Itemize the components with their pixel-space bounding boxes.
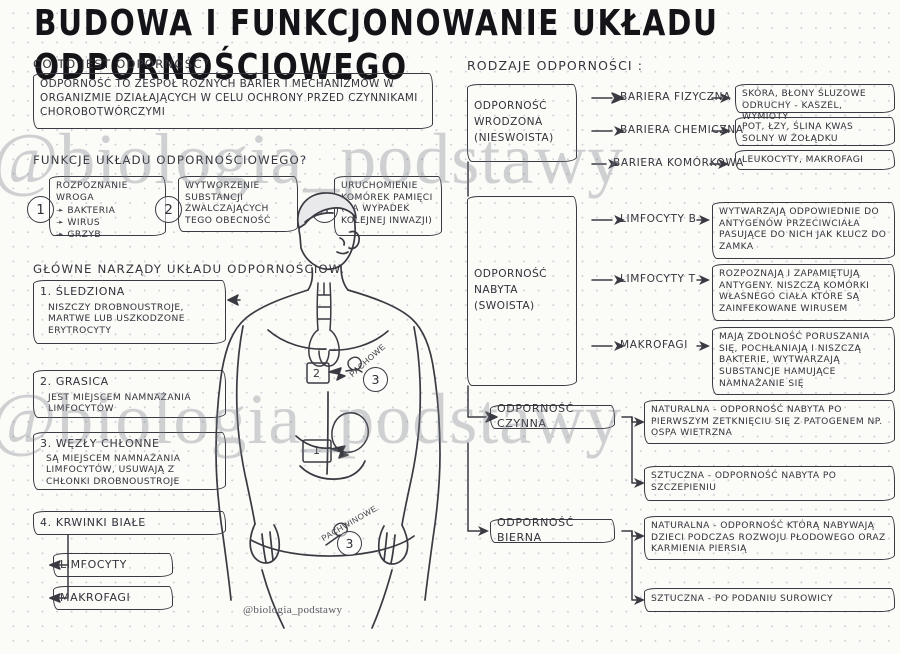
organ-1-desc: NISZCZY DROBNOUSTROJE, MARTWE LUB USZKOD… [48, 302, 185, 336]
innate-row-1-type: BARIERA CHEMICZNA [620, 124, 744, 136]
human-body-illustration [216, 193, 440, 628]
organ-box-3: 3. WĘZŁY CHŁONNE SĄ MIEJSCEM NAMNAŻANIA … [33, 432, 226, 490]
function-marker-2: 2 [155, 196, 182, 223]
passive-row-0-box: NATURALNA - ODPORNOŚĆ KTÓRĄ NABYWAJĄ DZI… [644, 516, 895, 560]
signature: @biologia_podstawy [243, 604, 343, 616]
acquired-row-2-detail-box: MAJĄ ZDOLNOŚĆ PORUSZANIA SIĘ, POCHŁANIAJ… [712, 327, 895, 395]
active-immunity-label: ODPORNOŚĆ CZYNNA [497, 402, 575, 430]
passive-row-1-box: SZTUCZNA - PO PODANIU SUROWICY [644, 588, 895, 612]
innate-row-0-detail-box: SKÓRA, BŁONY ŚLUZOWE ODRUCHY - KASZEL, W… [735, 84, 895, 122]
acquired-row-0-type: LIMFOCYTY B [620, 213, 697, 225]
organ-3-desc: SĄ MIEJSCEM NAMNAŻANIA LIMFOCYTÓW, USUWA… [46, 453, 181, 487]
organ-2-name: 2. GRASICA [40, 375, 109, 388]
organ-2-desc: JEST MIEJSCEM NAMNAŻANIA LIMFOCYTÓW [48, 392, 192, 415]
innate-row-1-detail-box: POT, ŁZY, ŚLINA KWAS SOLNY W ŻOŁĄDKU [735, 117, 895, 146]
wbc-child-box-0: LIMFOCYTY [53, 553, 173, 577]
wbc-child-label-1: MAKROFAGI [60, 590, 131, 604]
definition-text: ODPORNOŚĆ TO ZESPÓŁ RÓŻNYCH BARIER I MEC… [40, 78, 418, 118]
passive-immunity-label: ODPORNOŚĆ BIERNA [497, 516, 575, 544]
right-heading: RODZAJE ODPORNOŚCI : [467, 58, 644, 73]
passive-row-1-detail: SZTUCZNA - PO PODANIU SUROWICY [651, 594, 833, 605]
organ-box-1: 1. ŚLEDZIONA NISZCZY DROBNOUSTROJE, MART… [33, 280, 226, 344]
function-2-title: WYTWORZENIE SUBSTANCJI ZWALCZAJĄCYCH TEG… [185, 181, 271, 226]
spleen-illustration [332, 413, 368, 452]
organ-box-4: 4. KRWINKI BIAŁE [33, 511, 226, 535]
active-immunity-box: ODPORNOŚĆ CZYNNA [490, 402, 615, 430]
innate-row-1-detail: POT, ŁZY, ŚLINA KWAS SOLNY W ŻOŁĄDKU [742, 122, 854, 144]
function-1-item-1: ➛ WIRUS [56, 217, 101, 228]
body-marker-2-label: 2 [313, 367, 321, 380]
wbc-child-box-1: MAKROFAGI [53, 586, 173, 610]
acquired-row-0-detail-box: WYTWARZAJĄ ODPOWIEDNIE DO ANTYGENÓW PRZE… [712, 202, 895, 259]
organ-3-name: 3. WĘZŁY CHŁONNE [40, 437, 160, 450]
definition-box: ODPORNOŚĆ TO ZESPÓŁ RÓŻNYCH BARIER I MEC… [33, 73, 433, 129]
function-3-title: URUCHOMIENIE KOMÓREK PAMIĘCI (NA WYPADEK… [341, 181, 433, 226]
acquired-row-1-detail-box: ROZPOZNAJĄ I ZAPAMIĘTUJĄ ANTYGENY. NISZC… [712, 264, 895, 321]
innate-row-2-type: BARIERA KOMÓRKOWA [613, 157, 744, 169]
acquired-immunity-label: ODPORNOŚĆ NABYTA (SWOISTA) [474, 268, 548, 312]
organ-4-name: 4. KRWINKI BIAŁE [40, 515, 146, 529]
acquired-row-1-detail: ROZPOZNAJĄ I ZAPAMIĘTUJĄ ANTYGENY. NISZC… [719, 269, 870, 314]
organ-box-2: 2. GRASICA JEST MIEJSCEM NAMNAŻANIA LIMF… [33, 370, 226, 418]
acquired-row-0-detail: WYTWARZAJĄ ODPOWIEDNIE DO ANTYGENÓW PRZE… [719, 207, 887, 252]
active-row-0-detail: NATURALNA - ODPORNOŚĆ NABYTA PO PIERWSZY… [651, 405, 883, 439]
organ-1-name: 1. ŚLEDZIONA [40, 285, 125, 298]
function-box-3: URUCHOMIENIE KOMÓREK PAMIĘCI (NA WYPADEK… [334, 176, 442, 236]
thymus-illustration [309, 283, 339, 366]
innate-row-0-type: BARIERA FIZYCZNA [620, 91, 732, 103]
passive-immunity-box: ODPORNOŚĆ BIERNA [490, 516, 615, 544]
organs-heading: GŁÓWNE NARZĄDY UKŁADU ODPORNOŚCIOW. [33, 262, 346, 276]
function-1-item-2: ➛ GRZYB [56, 229, 102, 240]
acquired-immunity-box: ODPORNOŚĆ NABYTA (SWOISTA) [467, 196, 577, 386]
active-row-1-detail: SZTUCZNA - ODPORNOŚĆ NABYTA PO SZCZEPIEN… [651, 471, 837, 493]
innate-row-2-detail-box: LEUKOCYTY, MAKROFAGI [735, 150, 895, 170]
passive-row-0-detail: NATURALNA - ODPORNOŚĆ KTÓRĄ NABYWAJĄ DZI… [651, 521, 886, 555]
function-box-1: ROZPOZNANIE WROGA ➛ BAKTERIA ➛ WIRUS ➛ G… [49, 176, 166, 240]
innate-immunity-label: ODPORNOŚĆ WRODZONA (NIESWOISTA) [474, 100, 554, 144]
function-box-2: WYTWORZENIE SUBSTANCJI ZWALCZAJĄCYCH TEG… [178, 176, 298, 232]
active-row-1-box: SZTUCZNA - ODPORNOŚĆ NABYTA PO SZCZEPIEN… [644, 466, 895, 501]
function-1-title: ROZPOZNANIE WROGA [56, 181, 128, 203]
body-marker-3-axillary: 3 [363, 367, 388, 392]
acquired-row-2-detail: MAJĄ ZDOLNOŚĆ PORUSZANIA SIĘ, POCHŁANIAJ… [719, 332, 870, 389]
question-1-heading: CO TO JEST ODPORNOŚĆ? [33, 57, 211, 71]
active-row-0-box: NATURALNA - ODPORNOŚĆ NABYTA PO PIERWSZY… [644, 400, 895, 444]
innate-row-2-detail: LEUKOCYTY, MAKROFAGI [742, 155, 864, 165]
wbc-child-label-0: LIMFOCYTY [60, 557, 127, 571]
acquired-row-1-type: LIMFOCYTY T [620, 273, 696, 285]
question-2-heading: FUNKCJE UKŁADU ODPORNOŚCIOWEGO? [33, 153, 308, 167]
lymph-nodes [334, 357, 361, 536]
page-title: BUDOWA I FUNKCJONOWANIE UKŁADU ODPORNOŚC… [34, 2, 719, 88]
innate-immunity-box: ODPORNOŚĆ WRODZONA (NIESWOISTA) [467, 84, 577, 162]
body-marker-3-inguinal: 3 [337, 531, 362, 556]
function-1-item-0: ➛ BAKTERIA [56, 206, 116, 217]
acquired-row-2-type: MAKROFAGI [620, 339, 688, 351]
body-marker-1-label: 1 [313, 444, 321, 457]
